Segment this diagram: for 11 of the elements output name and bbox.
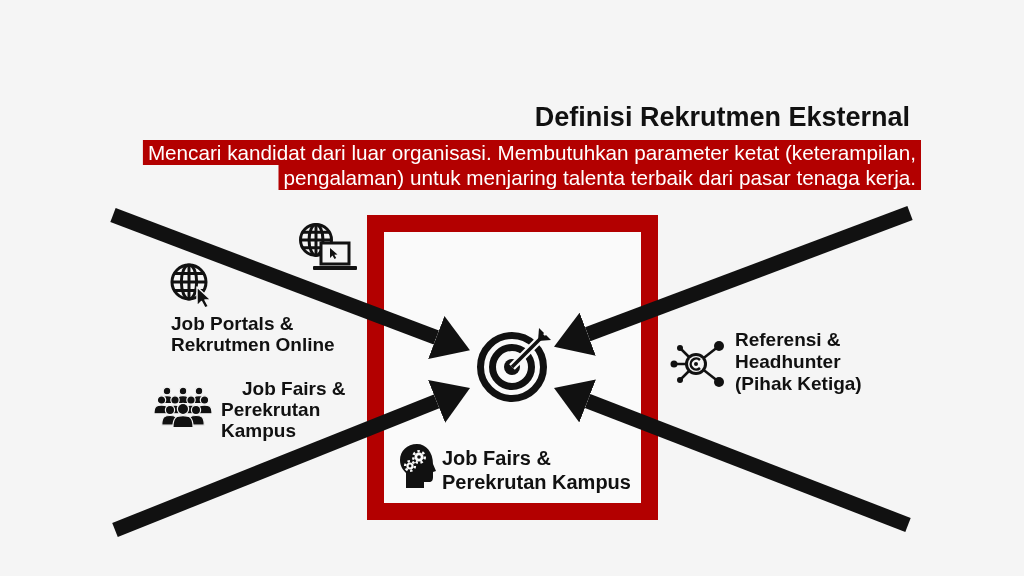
arrow [554,379,911,532]
title: Definisi Rekrutmen Eksternal [534,101,910,133]
node-label: Job Fairs & Perekrutan Kampus [442,447,631,493]
side-label: Job Portals & Rekrutmen Online [171,313,335,355]
arrow [112,380,471,537]
side-label: Job Fairs & Perekrutan Kampus [221,378,346,441]
arrow [554,206,913,356]
arrow [110,208,470,359]
square-frame [367,215,658,520]
highlighted-subtitle: Mencari kandidat dari luar organisasi. Membutuhkan parameter ketat (keterampilan, pengalaman) untuk menjaring talenta terbaik dari pasar tenaga kerja. [141,140,921,190]
side-label: Referensi & Headhunter (Pihak Ketiga) [735,329,862,394]
